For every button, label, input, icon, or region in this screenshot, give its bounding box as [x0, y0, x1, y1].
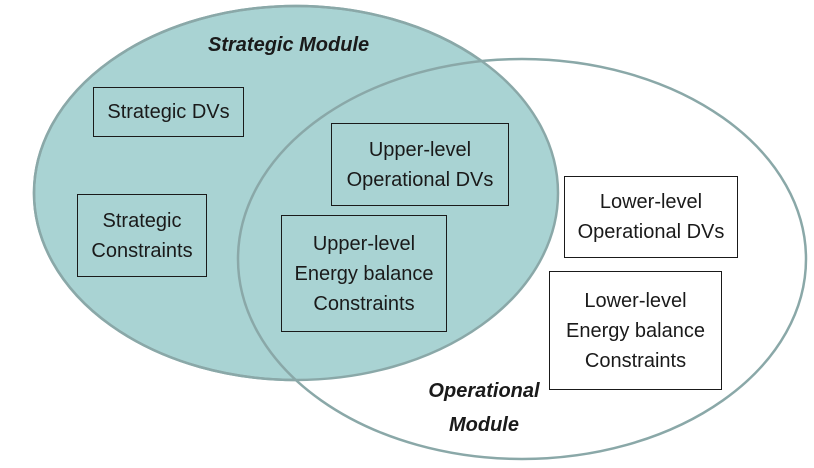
strategic-dvs-box: Strategic DVs [93, 87, 244, 137]
strategic-constraints-box: Strategic Constraints [77, 194, 207, 277]
operational-module-title-line2: Module [449, 414, 519, 436]
lower-level-energy-balance-line2: Energy balance [566, 319, 705, 342]
lower-level-operational-dvs-line2: Operational DVs [577, 221, 725, 243]
upper-level-operational-dvs-box: Upper-level Operational DVs [331, 123, 509, 206]
strategic-constraints-label-line1: Strategic [102, 209, 182, 232]
operational-module-title-line1: Operational [428, 380, 540, 402]
lower-level-energy-balance-box: Lower-level Energy balance Constraints [549, 271, 722, 390]
strategic-dvs-label: Strategic DVs [107, 101, 230, 123]
upper-level-energy-balance-line2: Energy balance [294, 262, 434, 285]
lower-level-energy-balance-line3: Constraints [584, 349, 687, 372]
lower-level-operational-dvs-box: Lower-level Operational DVs [564, 176, 738, 258]
strategic-constraints-label-line2: Constraints [91, 239, 193, 262]
upper-level-energy-balance-box: Upper-level Energy balance Constraints [281, 215, 447, 332]
upper-level-energy-balance-line1: Upper-level [312, 232, 416, 255]
lower-level-operational-dvs-line1: Lower-level [599, 191, 703, 213]
upper-level-energy-balance-line3: Constraints [313, 292, 415, 315]
lower-level-energy-balance-line1: Lower-level [584, 289, 687, 312]
overlap-region [238, 59, 558, 380]
upper-level-operational-dvs-line1: Upper-level [368, 138, 472, 161]
strategic-module-title: Strategic Module [208, 34, 370, 56]
operational-module-ellipse [236, 57, 808, 461]
upper-level-operational-dvs-line2: Operational DVs [346, 168, 494, 191]
operational-module-title: Operational Module [404, 374, 564, 442]
